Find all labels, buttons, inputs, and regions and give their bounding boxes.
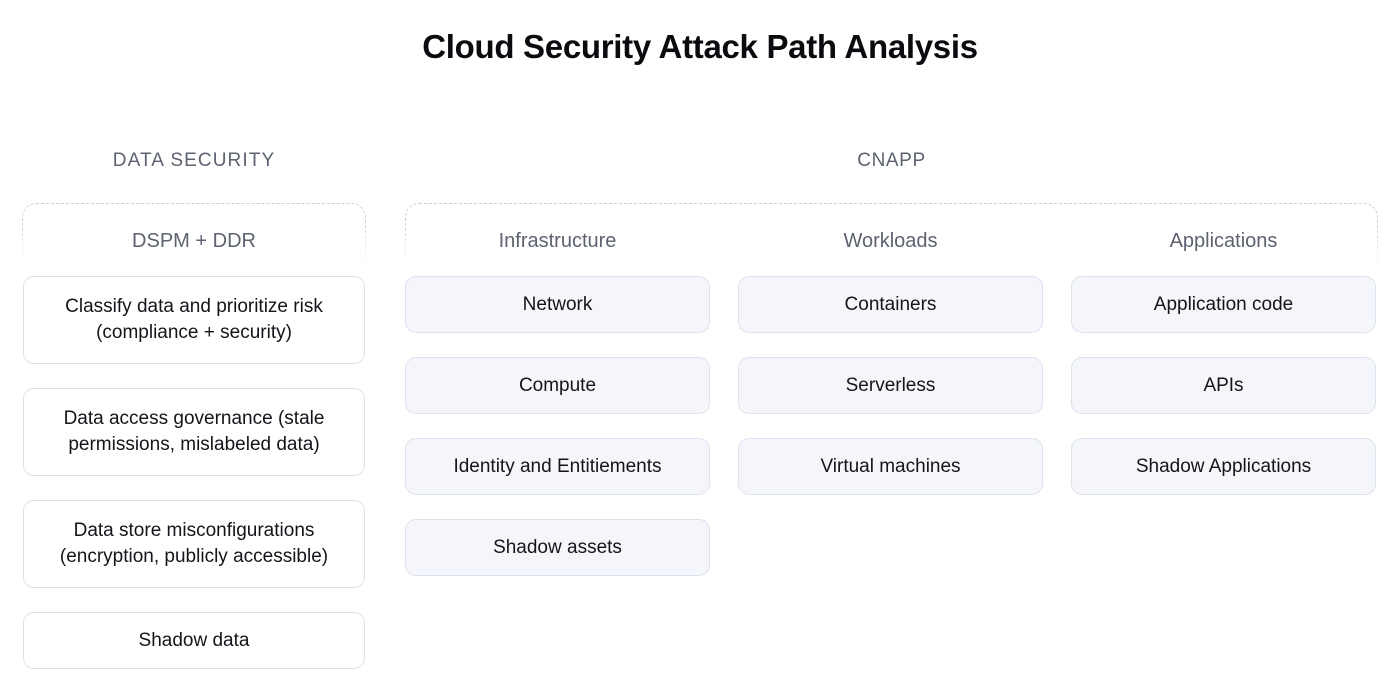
card-label: APIs [1203,374,1244,396]
card-label: Classify data and prioritize risk (compl… [65,296,323,343]
card-item[interactable]: Data access governance (stale permission… [23,388,365,476]
card-label: Data access governance (stale permission… [63,408,325,455]
page-title: Cloud Security Attack Path Analysis [422,28,978,65]
column-dspm-ddr: Classify data and prioritize risk (compl… [23,276,365,669]
card-item[interactable]: Shadow Applications [1071,438,1376,495]
card-label: Application code [1153,293,1294,315]
card-item[interactable]: Shadow data [23,612,365,669]
column-title-applications: Applications [1169,230,1278,252]
card-item[interactable]: Shadow assets [405,519,710,576]
card-label: Network [522,293,593,315]
card-item[interactable]: APIs [1071,357,1376,414]
card-item[interactable]: Compute [405,357,710,414]
card-label: Shadow data [138,629,250,651]
column-title-infrastructure: Infrastructure [498,230,617,252]
card-label: Shadow assets [493,536,622,558]
card-label: Shadow Applications [1135,455,1312,477]
card-label: Serverless [845,374,936,396]
card-item[interactable]: Network [405,276,710,333]
card-label: Data store misconfigurations (encryption… [59,520,329,567]
group-header-cnapp: CNAPP [857,150,926,171]
column-title-workloads: Workloads [843,230,938,252]
column-applications: Application code APIs Shadow Application… [1071,276,1376,495]
card-label: Identity and Entitiements [453,455,662,477]
card-label: Containers [844,293,937,315]
column-title-dspm-ddr: DSPM + DDR [132,230,256,252]
column-infrastructure: Network Compute Identity and Entitiement… [405,276,710,576]
column-workloads: Containers Serverless Virtual machines [738,276,1043,495]
card-item[interactable]: Classify data and prioritize risk (compl… [23,276,365,364]
card-item[interactable]: Identity and Entitiements [405,438,710,495]
card-item[interactable]: Serverless [738,357,1043,414]
card-item[interactable]: Containers [738,276,1043,333]
card-item[interactable]: Virtual machines [738,438,1043,495]
card-label: Virtual machines [820,455,961,477]
group-header-data-security: DATA SECURITY [112,150,276,171]
card-item[interactable]: Data store misconfigurations (encryption… [23,500,365,588]
card-item[interactable]: Application code [1071,276,1376,333]
card-label: Compute [518,374,597,396]
